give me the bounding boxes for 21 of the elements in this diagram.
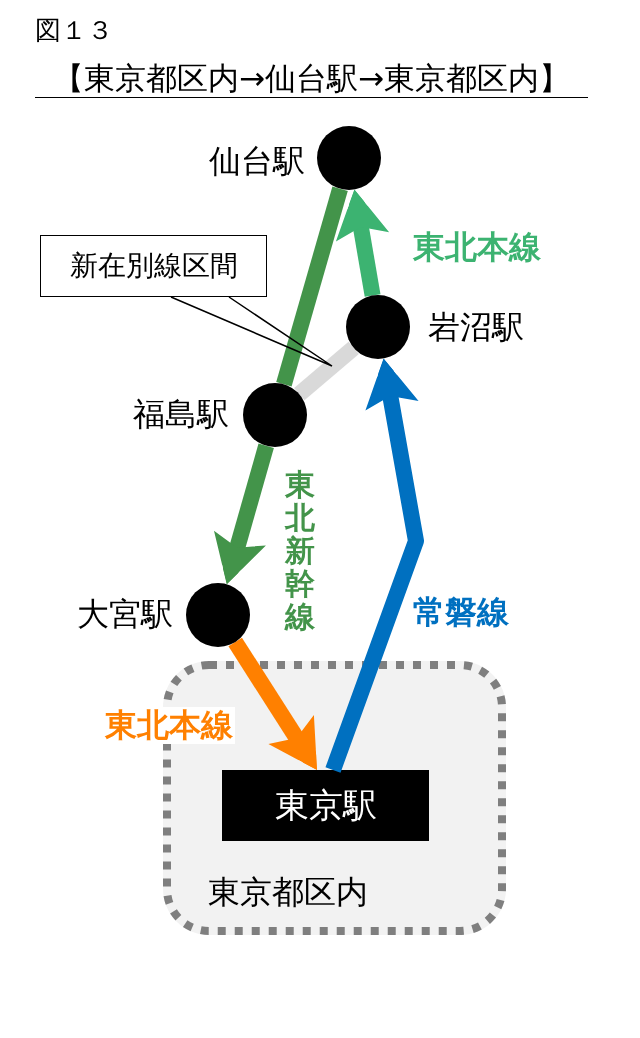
leader-line bbox=[170, 296, 333, 367]
figure-number: 図１３ bbox=[35, 16, 113, 46]
route-line bbox=[294, 341, 359, 401]
station-box bbox=[222, 770, 429, 841]
station-name: 東京駅 bbox=[274, 785, 377, 826]
edge-label: 東北本線 bbox=[103, 707, 235, 744]
station-name: 仙台駅 bbox=[209, 143, 305, 180]
route-arrow bbox=[325, 357, 424, 773]
edge-label: 東北新幹線 bbox=[285, 468, 315, 633]
callout-text: 新在別線区間 bbox=[69, 249, 238, 283]
edge-label: 東北本線 bbox=[413, 229, 541, 266]
route-arrow bbox=[335, 188, 390, 297]
title: 【東京都区内→仙台駅→東京都区内】 bbox=[35, 61, 588, 98]
station-name: 岩沼駅 bbox=[428, 309, 524, 346]
station-dot bbox=[243, 383, 307, 447]
route-line bbox=[276, 186, 348, 387]
edge-label: 常磐線 bbox=[413, 594, 509, 631]
area-name: 東京都区内 bbox=[208, 874, 368, 911]
station-name: 福島駅 bbox=[133, 396, 229, 433]
station-name: 大宮駅 bbox=[77, 596, 173, 633]
callout-box bbox=[40, 235, 267, 297]
